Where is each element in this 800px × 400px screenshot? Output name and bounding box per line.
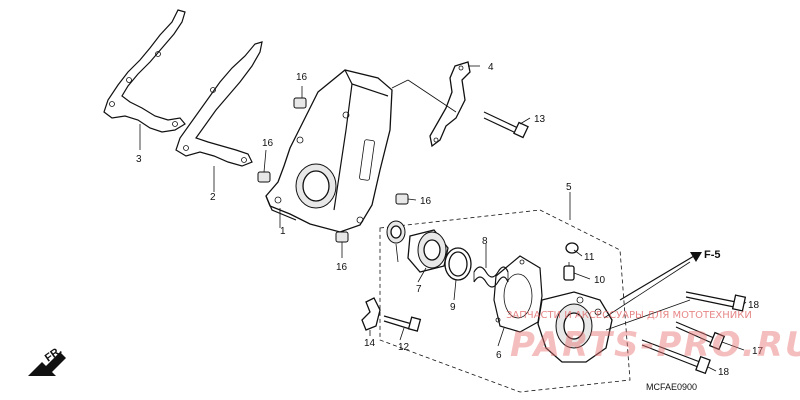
callout-16d: 16 xyxy=(336,262,348,273)
assembly-5-box xyxy=(379,209,631,393)
front-arrow-icon xyxy=(28,352,66,376)
dowel-16a xyxy=(293,97,307,109)
bracket-4 xyxy=(429,61,471,148)
callout-16c: 16 xyxy=(420,196,432,207)
figure-code: MCFAE0900 xyxy=(646,382,697,392)
callout-17: 17 xyxy=(752,346,764,357)
o-ring-9 xyxy=(444,247,472,281)
f5-reference-arrow xyxy=(619,252,702,301)
gasket-2 xyxy=(175,41,263,167)
callout-18b: 18 xyxy=(718,367,730,378)
watermark-text: ЗАПЧАСТИ И АКСЕССУАРЫ ДЛЯ МОТОТЕХНИКИ xyxy=(506,310,752,321)
dowel-16d xyxy=(335,231,349,243)
callout-10: 10 xyxy=(594,275,606,286)
callout-9: 9 xyxy=(450,302,456,313)
bolt-13 xyxy=(483,111,529,139)
callout-3: 3 xyxy=(136,154,142,165)
dowel-16b xyxy=(257,171,271,183)
clip-14 xyxy=(361,297,381,331)
piston-7 xyxy=(407,229,449,273)
callout-5: 5 xyxy=(566,182,572,193)
gasket-3 xyxy=(103,9,186,133)
callout-16b: 16 xyxy=(262,138,274,149)
callout-8: 8 xyxy=(482,236,488,247)
callout-1: 1 xyxy=(280,226,286,237)
callout-13: 13 xyxy=(534,114,546,125)
ref-f5-label: F-5 xyxy=(704,249,721,261)
callout-11: 11 xyxy=(584,252,595,263)
callout-7: 7 xyxy=(416,284,422,295)
spring-8 xyxy=(473,266,509,288)
slave-cylinder xyxy=(537,291,613,363)
watermark: ЗАПЧАСТИ И АКСЕССУАРЫ ДЛЯ МОТОТЕХНИКИ PA… xyxy=(506,310,800,365)
callout-6: 6 xyxy=(496,350,502,361)
oil-seal-5 xyxy=(386,220,406,244)
callout-labels: 1 2 3 4 5 6 7 8 9 10 11 12 13 14 16 16 1… xyxy=(43,62,764,392)
callout-14: 14 xyxy=(364,338,376,349)
bleeder-valve-10 xyxy=(563,262,575,281)
watermark-logo: PARTS-PRO.RU xyxy=(510,325,800,365)
bolt-18-top xyxy=(685,291,747,312)
cover-1 xyxy=(265,69,393,233)
bolt-17 xyxy=(675,321,726,351)
callout-2: 2 xyxy=(210,192,216,203)
bolt-18-bottom xyxy=(641,339,711,375)
bolt-12 xyxy=(383,315,422,332)
callout-16a: 16 xyxy=(296,72,308,83)
leader-lines xyxy=(139,65,747,372)
callout-18a: 18 xyxy=(748,300,760,311)
dowel-16c xyxy=(395,193,409,205)
callout-12: 12 xyxy=(398,342,410,353)
callout-4: 4 xyxy=(488,62,494,73)
